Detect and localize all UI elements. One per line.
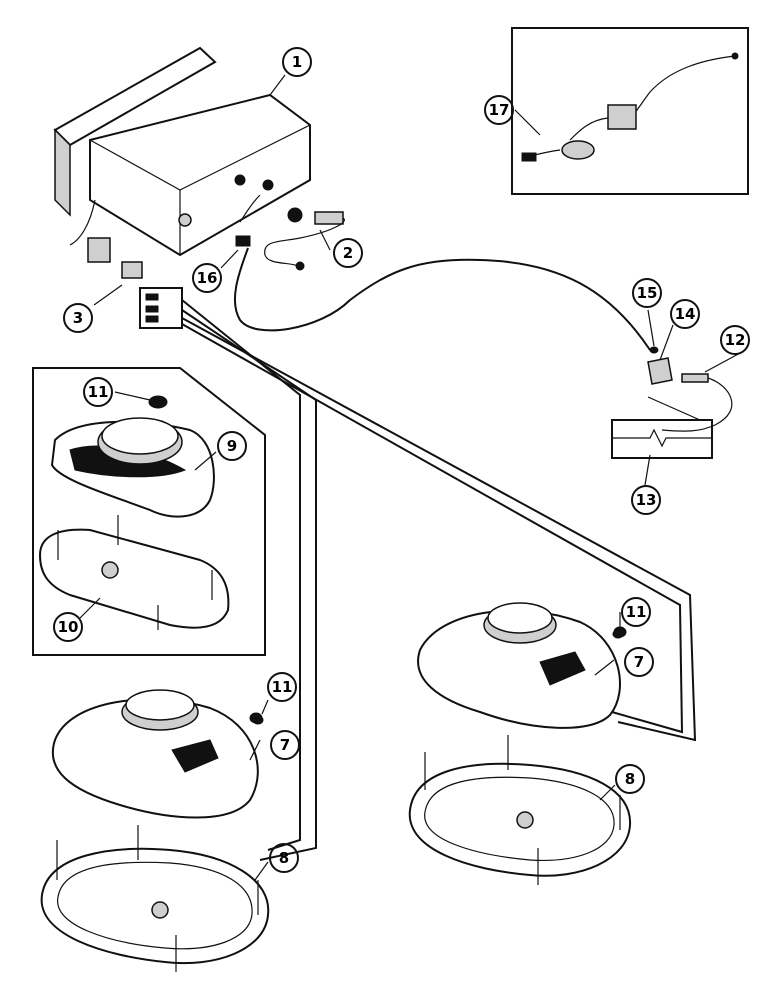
svg-text:12: 12: [725, 331, 746, 349]
svg-text:14: 14: [675, 305, 696, 323]
grille-left: [40, 825, 270, 972]
svg-text:15: 15: [637, 284, 658, 302]
svg-text:16: 16: [197, 269, 218, 287]
callout-11-right: 11: [621, 597, 651, 627]
callout-13: 13: [631, 485, 661, 515]
leader-lines: [79, 74, 743, 881]
inset-box-speaker: [32, 367, 266, 656]
callout-11-inset: 11: [83, 377, 113, 407]
svg-text:17: 17: [489, 101, 510, 119]
callout-14: 14: [670, 299, 700, 329]
callout-11-left: 11: [267, 672, 297, 702]
antenna-parts: [611, 346, 733, 459]
speaker-wire-right: [181, 317, 697, 742]
callout-1: 1: [282, 47, 312, 77]
svg-text:2: 2: [343, 244, 353, 262]
svg-text:10: 10: [58, 618, 79, 636]
speaker-left: [51, 689, 264, 819]
svg-text:9: 9: [227, 437, 237, 455]
svg-text:8: 8: [625, 770, 635, 788]
nut-11-right: [613, 626, 627, 638]
radio-unit: [53, 46, 345, 279]
inset-box-antenna: [511, 27, 749, 195]
callout-3: 3: [63, 303, 93, 333]
svg-text:7: 7: [280, 736, 290, 754]
callout-7-right: 7: [624, 647, 654, 677]
svg-text:11: 11: [272, 678, 293, 696]
svg-text:11: 11: [88, 383, 109, 401]
speaker-right: [417, 602, 624, 729]
callout-12: 12: [720, 325, 750, 355]
svg-text:7: 7: [634, 653, 644, 671]
nut-11-left: [249, 712, 263, 724]
callout-2: 2: [333, 238, 363, 268]
svg-text:8: 8: [279, 849, 289, 867]
antenna-cable: [233, 247, 651, 351]
svg-text:1: 1: [292, 53, 302, 71]
callout-16: 16: [192, 263, 222, 293]
callout-8-right: 8: [615, 764, 645, 794]
svg-text:3: 3: [73, 309, 83, 327]
callout-9: 9: [217, 431, 247, 461]
callout-7-left: 7: [270, 730, 300, 760]
svg-text:13: 13: [636, 491, 657, 509]
callout-10: 10: [53, 612, 83, 642]
speaker-wire-right-2: [181, 323, 684, 734]
connector-plate: [139, 287, 183, 329]
callout-15: 15: [632, 278, 662, 308]
callout-8-left: 8: [269, 843, 299, 873]
grille-right: [408, 735, 632, 885]
svg-text:11: 11: [626, 603, 647, 621]
callout-17: 17: [484, 95, 514, 125]
